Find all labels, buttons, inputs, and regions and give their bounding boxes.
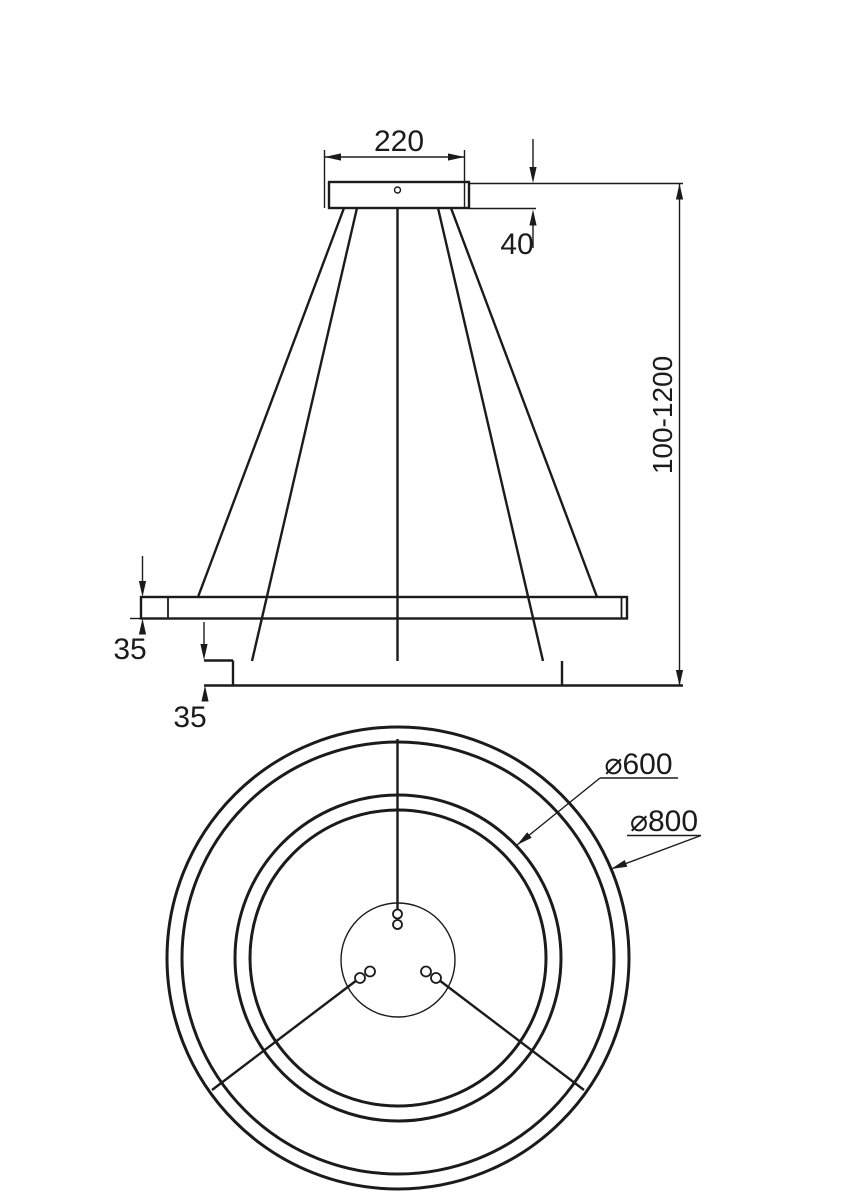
hub-circle xyxy=(340,902,456,1018)
dim-canopy-height: 40 xyxy=(469,139,683,261)
connector-left-outer xyxy=(354,972,366,984)
canopy-center-hole xyxy=(393,186,402,194)
dim-canopy-width: 220 xyxy=(323,125,466,208)
arrowhead-down xyxy=(138,581,147,597)
spoke-connectors xyxy=(354,908,442,984)
spoke-lower-right xyxy=(438,979,585,1091)
connector-right-inner xyxy=(420,965,432,978)
outer-ring-outer-circle xyxy=(165,725,631,1191)
arrowhead-up xyxy=(529,209,537,226)
label-inner-diameter-text: ⌀600 xyxy=(604,748,672,781)
dim-label-outer-ring-height: 35 xyxy=(113,633,146,666)
canopy xyxy=(327,180,471,210)
label-inner-ring-diameter: ⌀600 xyxy=(516,748,678,846)
arrowhead-top xyxy=(675,183,684,200)
dim-label-canopy-height: 40 xyxy=(500,228,533,261)
wire-right-outer xyxy=(449,207,599,598)
arrowhead-down xyxy=(200,644,208,660)
arrowhead-down xyxy=(529,167,537,183)
plan-view: ⌀600 ⌀800 xyxy=(165,725,702,1191)
connector-right-outer xyxy=(430,972,442,984)
leader-line xyxy=(516,777,601,846)
wire-left-outer xyxy=(196,207,346,598)
dim-outer-ring-height: 35 xyxy=(113,556,147,666)
arrowhead-up xyxy=(201,685,209,702)
arrowhead-up xyxy=(138,618,147,635)
arrowhead-left xyxy=(324,153,341,161)
dim-suspension-height: 100-1200 xyxy=(647,183,684,686)
connector-top-inner xyxy=(392,919,403,930)
arrowhead-right xyxy=(448,153,465,161)
leader-arrowhead xyxy=(611,860,628,869)
spoke-lower-left xyxy=(211,979,358,1091)
label-outer-ring-diameter: ⌀800 xyxy=(610,805,702,870)
leader-arrowhead xyxy=(517,832,532,845)
outer-ring-profile-outline xyxy=(139,595,629,620)
dim-label-canopy-width: 220 xyxy=(374,125,424,158)
hub xyxy=(340,902,456,1018)
spokes xyxy=(211,739,585,1091)
connector-top-outer xyxy=(392,908,403,920)
elevation-view: 220 40 100-1200 35 xyxy=(113,125,684,734)
wire-right-inner xyxy=(436,207,545,662)
dim-label-inner-ring-height: 35 xyxy=(173,701,206,734)
wire-left-inner xyxy=(250,207,359,662)
dim-inner-ring-height: 35 xyxy=(173,622,209,734)
arrowhead-bottom xyxy=(675,670,684,686)
inner-ring-profile xyxy=(204,659,683,687)
dim-label-suspension-height: 100-1200 xyxy=(647,356,678,474)
label-outer-diameter-text: ⌀800 xyxy=(630,805,698,838)
connector-left-inner xyxy=(364,965,376,978)
canopy-outline xyxy=(327,180,471,210)
suspension-wires xyxy=(196,207,599,662)
outer-ring-profile xyxy=(130,595,629,620)
